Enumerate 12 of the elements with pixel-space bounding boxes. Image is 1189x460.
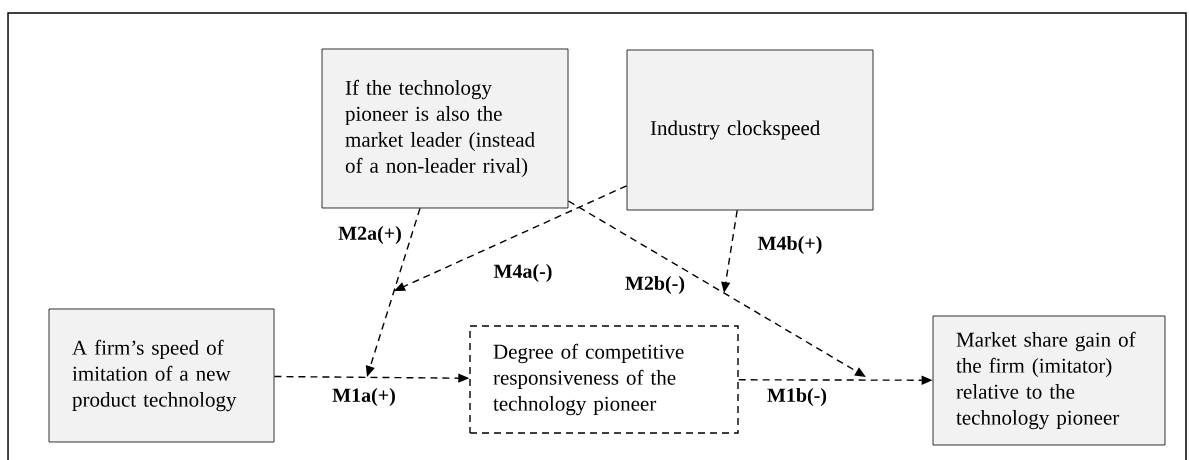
edge-label: M4b(+) <box>756 234 824 256</box>
dashed-box: Degree of competitive responsiveness of the technology pioneer <box>469 325 739 434</box>
arrow <box>567 200 866 377</box>
process-box: If the technology pioneer is also the market leader (instead of a non-leader rival) <box>321 48 569 209</box>
process-box: Market share gain of the firm (imitator) relative to the technology pioneer <box>932 315 1166 446</box>
edge-label: M4a(-) <box>492 262 554 284</box>
edge-label: M1a(+) <box>331 386 397 408</box>
process-box: Industry clockspeed <box>626 49 874 211</box>
process-box: A firm’s speed of imitation of a new product technology <box>48 308 275 443</box>
edge-label: M1b(-) <box>766 386 828 408</box>
edge-label: M2a(+) <box>337 224 403 246</box>
edge-label: M2b(-) <box>624 274 686 296</box>
